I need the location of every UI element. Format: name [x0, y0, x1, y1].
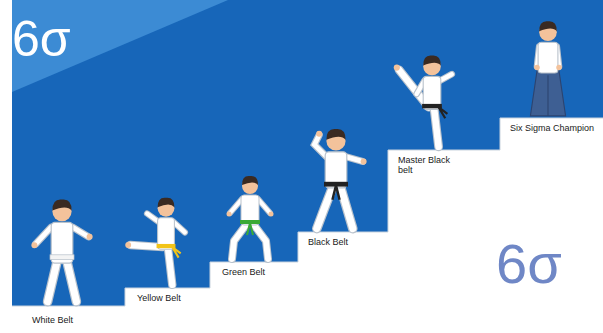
belt-step: White Belt — [30, 314, 75, 326]
watermark-logo: 6σ — [496, 236, 562, 292]
belt-step: Black Belt — [306, 236, 350, 248]
belt-step: Green Belt — [220, 266, 267, 278]
belt-label: Master Black belt — [398, 155, 462, 176]
green-belt-figure — [227, 176, 274, 259]
belt-label: White Belt — [32, 315, 73, 325]
belt-label: Yellow Belt — [137, 293, 181, 303]
belt-label: Black Belt — [308, 237, 348, 247]
watermark-logo: 6σ — [12, 14, 71, 64]
step-edges — [12, 118, 603, 306]
corner-triangle — [12, 0, 228, 92]
staircase — [0, 118, 603, 333]
belt-step: Yellow Belt — [135, 292, 183, 304]
master-black-belt-figure — [394, 55, 452, 146]
black-belt-figure — [314, 129, 366, 229]
yellow-belt-figure — [125, 198, 185, 285]
belt-label: Green Belt — [222, 267, 265, 277]
belt-label: Six Sigma Champion — [510, 123, 594, 133]
white-belt-figure — [31, 199, 92, 301]
belt-step: Master Black belt — [396, 154, 464, 177]
belt-step: Six Sigma Champion — [508, 122, 596, 134]
champion-figure — [530, 21, 565, 116]
